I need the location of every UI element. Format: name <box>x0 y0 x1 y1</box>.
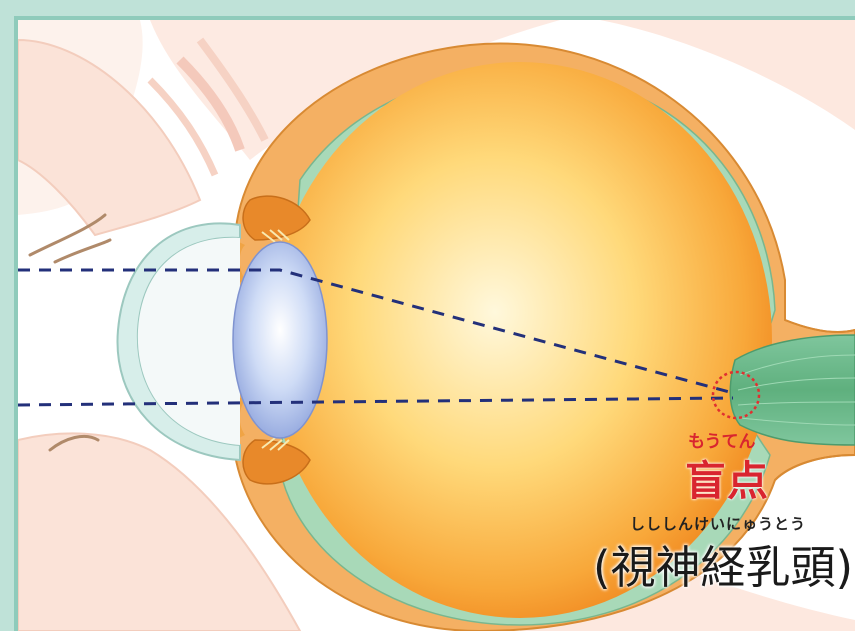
eyelash-icon <box>30 215 110 450</box>
optic-disc-label: (視神経乳頭) <box>593 531 853 596</box>
blind-spot-label: 盲点 <box>685 447 769 507</box>
